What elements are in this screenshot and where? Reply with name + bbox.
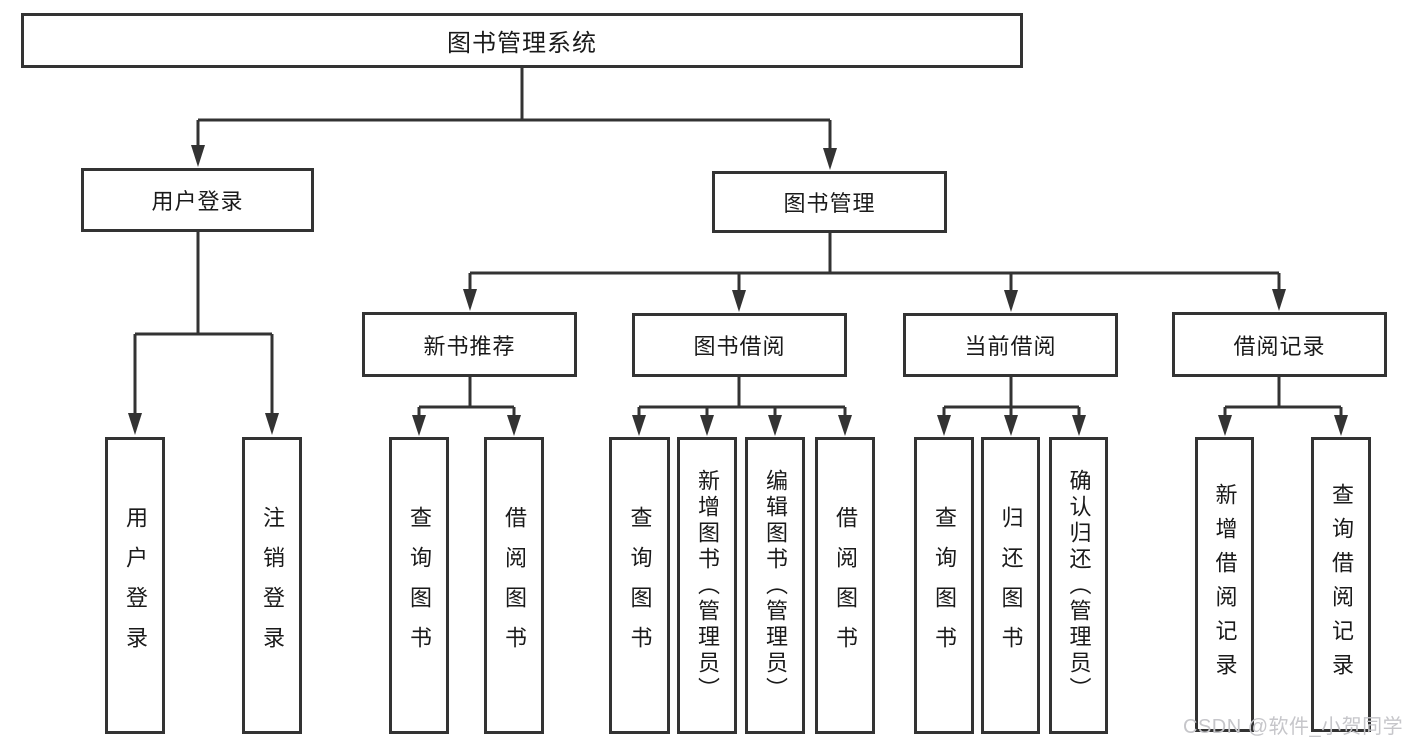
leaf-add-books-admin: 新增图书（管理员）	[677, 437, 737, 734]
leaf-label: 查询借阅记录	[1329, 482, 1354, 687]
leaf-query-books-borrow: 查询图书	[609, 437, 670, 734]
leaf-borrow-books-recommend: 借阅图书	[484, 437, 544, 734]
node-library-system: 图书管理系统	[21, 13, 1023, 68]
leaf-user-login: 用户登录	[105, 437, 165, 734]
leaf-label: 借阅图书	[502, 505, 527, 666]
node-book-management: 图书管理	[712, 171, 947, 233]
node-book-borrow: 图书借阅	[632, 313, 847, 377]
leaf-label: 查询图书	[932, 505, 957, 666]
leaf-label: 编辑图书（管理员）	[763, 468, 788, 703]
leaf-edit-books-admin: 编辑图书（管理员）	[745, 437, 805, 734]
leaf-label: 用户登录	[123, 505, 148, 666]
leaf-label: 注销登录	[260, 505, 285, 666]
node-current-borrow: 当前借阅	[903, 313, 1118, 377]
leaf-query-borrow-record: 查询借阅记录	[1311, 437, 1371, 732]
leaf-label: 归还图书	[998, 505, 1024, 666]
leaf-borrow-books: 借阅图书	[815, 437, 875, 734]
leaf-label: 确认归还（管理员）	[1066, 468, 1092, 703]
leaf-label: 借阅图书	[833, 505, 858, 666]
node-user-login: 用户登录	[81, 168, 314, 232]
leaf-label: 新增借阅记录	[1212, 482, 1238, 687]
leaf-return-books: 归还图书	[981, 437, 1040, 734]
leaf-label: 查询图书	[407, 505, 432, 666]
leaf-add-borrow-record: 新增借阅记录	[1195, 437, 1254, 732]
arrowheads	[128, 145, 1348, 436]
leaf-logout: 注销登录	[242, 437, 302, 734]
node-new-book-recommend: 新书推荐	[362, 312, 577, 377]
leaf-confirm-return-admin: 确认归还（管理员）	[1049, 437, 1108, 734]
leaf-query-books-current: 查询图书	[914, 437, 974, 734]
leaf-query-books-recommend: 查询图书	[389, 437, 449, 734]
leaf-label: 查询图书	[627, 505, 653, 666]
csdn-watermark: CSDN @软件_小贺同学	[1183, 716, 1404, 738]
node-borrow-records: 借阅记录	[1172, 312, 1387, 377]
leaf-label: 新增图书（管理员）	[695, 468, 720, 703]
